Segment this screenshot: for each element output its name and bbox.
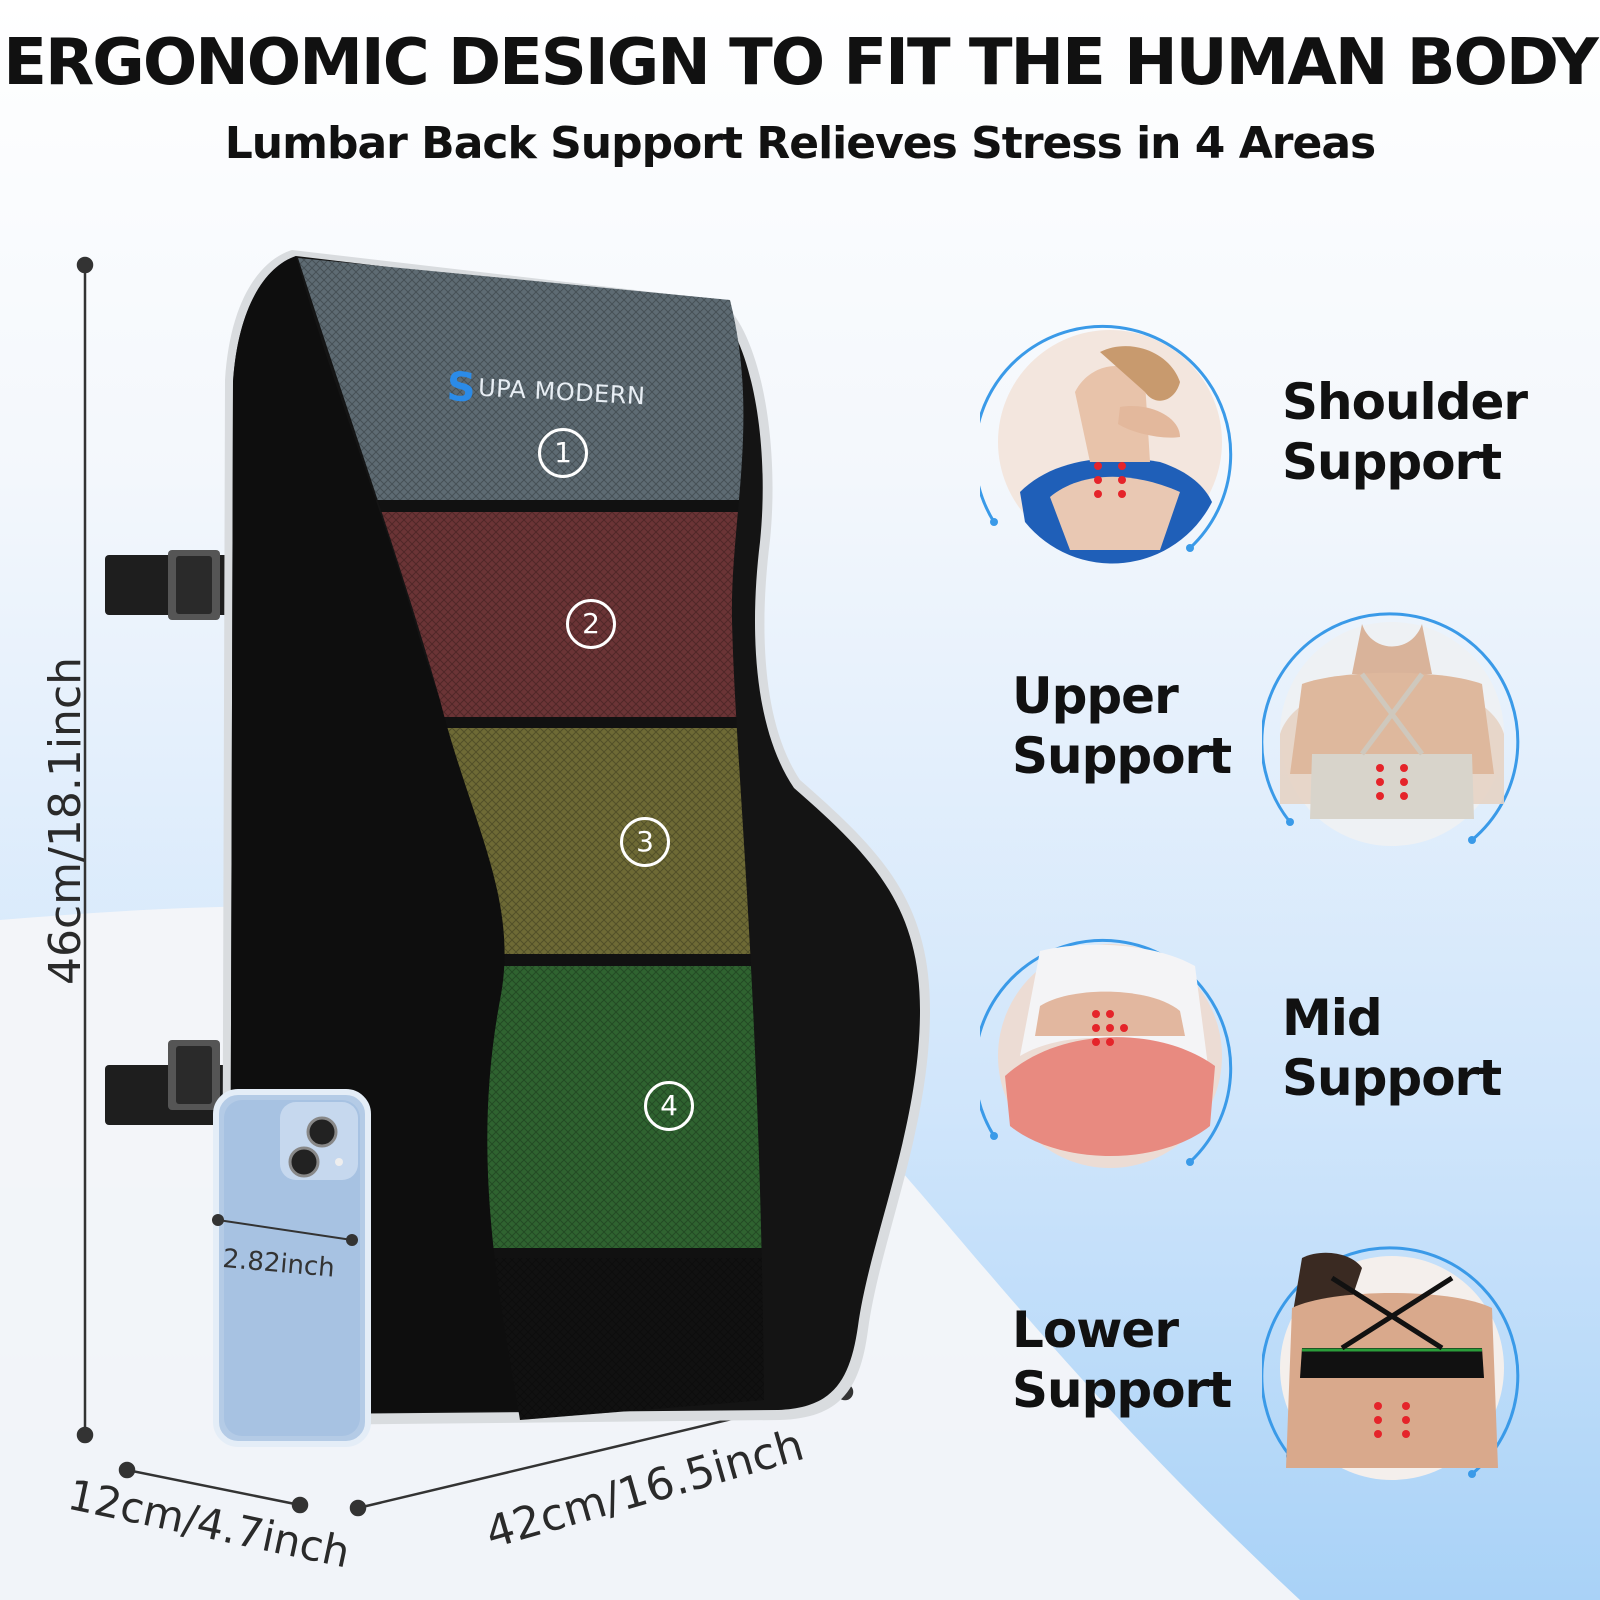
lower-support-line1: Lower [1012,1301,1179,1359]
upper-support-line1: Upper [1012,667,1179,725]
zone-number-1: 1 [538,428,588,478]
shoulder-support-image [980,312,1240,572]
page-subtitle: Lumbar Back Support Relieves Stress in 4… [224,118,1376,169]
shoulder-support-label: Shoulder Support [1282,372,1528,492]
page-title: ERGONOMIC DESIGN TO FIT THE HUMAN BODY [3,26,1598,100]
phone [212,1089,371,1447]
shoulder-support-line2: Support [1282,433,1502,491]
zone-number-2: 2 [566,599,616,649]
dimension-lines [76,256,854,1517]
zone-number-3: 3 [620,817,670,867]
brand-text: UPA MODERN [477,373,647,411]
shoulder-support-line1: Shoulder [1282,373,1528,431]
straps [105,550,235,1125]
lower-support-label: Lower Support [1012,1300,1232,1420]
height-dimension-label: 46cm/18.1inch [40,656,91,985]
upper-support-line2: Support [1012,727,1232,785]
mid-support-label: Mid Support [1282,988,1502,1108]
mid-support-image [980,926,1240,1186]
upper-support-image [1262,604,1522,864]
mid-support-line2: Support [1282,1049,1502,1107]
zone-number-4: 4 [644,1081,694,1131]
lower-support-image [1262,1238,1522,1498]
mid-support-line1: Mid [1282,989,1383,1047]
brand-mark: S [445,364,478,412]
upper-support-label: Upper Support [1012,666,1232,786]
lower-support-line2: Support [1012,1361,1232,1419]
